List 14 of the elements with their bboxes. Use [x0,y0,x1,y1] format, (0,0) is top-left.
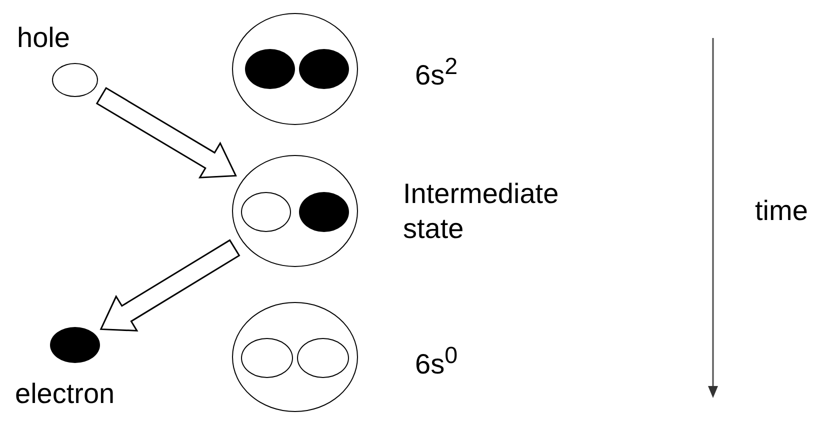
node-label: electron [15,378,115,410]
electron-ellipse [299,49,349,89]
electron-ellipse [299,192,349,232]
hole-ellipse [241,338,293,378]
hollow-arrow [100,239,240,332]
axis-label: time [755,195,808,227]
state-label: 6s$^{0}$ [415,341,459,382]
state-label: 6s$^{2}$ [415,52,459,92]
electron-ellipse [245,49,295,89]
hollow-arrow [96,86,237,178]
state-label: Intermediate state [403,177,560,246]
hole-ellipse [297,338,349,378]
hole-ellipse [241,192,291,232]
node-label: hole [17,22,70,54]
